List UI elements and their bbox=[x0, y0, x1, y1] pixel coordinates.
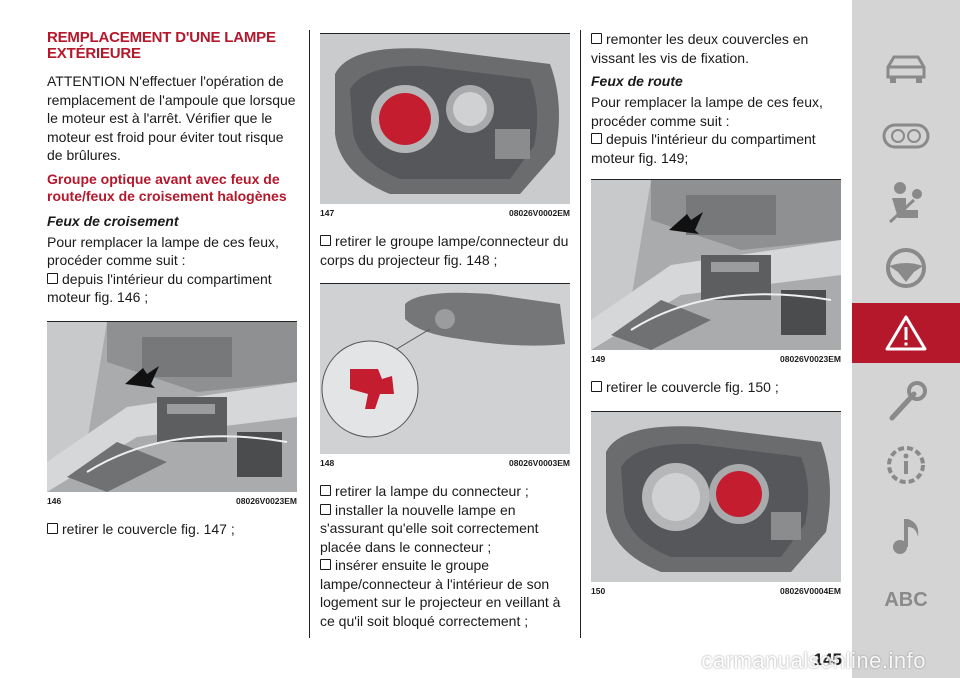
dashboard-icon bbox=[882, 123, 930, 149]
figure-146 bbox=[47, 320, 297, 492]
bullet-item: installer la nouvelle lampe en s'assuran… bbox=[320, 501, 539, 555]
music-note-icon bbox=[893, 519, 919, 554]
bullet-item: retirer le groupe lampe/connecteur du co… bbox=[320, 233, 569, 268]
warning-triangle-icon bbox=[885, 315, 927, 351]
intro-text: Pour remplacer la lampe de ces feux, pro… bbox=[47, 233, 279, 269]
wrench-icon bbox=[889, 381, 927, 421]
checkbox-bullet-icon bbox=[591, 381, 602, 392]
figure-149 bbox=[591, 179, 841, 350]
car-icon bbox=[886, 55, 926, 83]
italic-heading: Feux de croisement bbox=[47, 212, 179, 229]
bullet-item: remonter les deux couvercles en vissant … bbox=[591, 31, 809, 66]
intro-text: Pour remplacer la lampe de ces feux, pro… bbox=[591, 94, 823, 129]
checkbox-bullet-icon bbox=[591, 33, 602, 44]
nav-index[interactable]: ABC bbox=[852, 570, 960, 630]
page-number: 145 bbox=[813, 650, 842, 669]
attention-text: ATTENTION N'effectuer l'opération de rem… bbox=[47, 73, 296, 163]
info-gear-icon bbox=[887, 446, 925, 484]
headlamp-rear-illustration bbox=[591, 411, 841, 582]
subsection-title: Groupe optique avant avec feux de route/… bbox=[47, 170, 287, 204]
column-divider bbox=[309, 30, 310, 638]
bullet-item: depuis l'intérieur du compartiment moteu… bbox=[591, 131, 816, 166]
nav-safety[interactable] bbox=[852, 172, 960, 232]
bullet-item: depuis l'intérieur du compartiment moteu… bbox=[47, 270, 272, 305]
nav-dashboard[interactable] bbox=[852, 106, 960, 166]
lamp-connector-illustration bbox=[320, 284, 570, 454]
checkbox-bullet-icon bbox=[47, 272, 58, 284]
engine-bay-illustration bbox=[47, 321, 297, 492]
figure-148 bbox=[320, 283, 570, 454]
steering-wheel-icon bbox=[886, 248, 926, 288]
headlamp-rear-illustration bbox=[320, 34, 570, 204]
engine-bay-illustration bbox=[591, 180, 841, 350]
nav-maintenance[interactable] bbox=[852, 372, 960, 432]
nav-technical[interactable] bbox=[852, 435, 960, 495]
bullet-item: retirer la lampe du connecteur ; bbox=[320, 482, 570, 501]
airbag-seat-icon bbox=[888, 182, 922, 224]
abc-label: ABC bbox=[884, 588, 928, 611]
column-1: REMPLACEMENT D'UNE LAMPE EXTÉRIEURE ATTE… bbox=[47, 30, 297, 538]
bullet-item: retirer le couvercle fig. 147 ; bbox=[47, 520, 297, 539]
nav-car[interactable] bbox=[852, 38, 960, 98]
bullet-item: insérer ensuite le groupe lampe/connecte… bbox=[320, 557, 561, 629]
figure-150 bbox=[591, 410, 841, 582]
watermark: carmanualsonline.info bbox=[701, 648, 926, 673]
checkbox-bullet-icon bbox=[320, 485, 331, 496]
bullet-item: retirer le couvercle fig. 150 ; bbox=[591, 378, 841, 397]
checkbox-bullet-icon bbox=[591, 133, 602, 144]
italic-heading: Feux de route bbox=[591, 73, 683, 89]
chapter-sidebar: ABC bbox=[852, 0, 960, 678]
checkbox-bullet-icon bbox=[47, 522, 58, 534]
figure-147 bbox=[320, 33, 570, 204]
nav-emergency[interactable] bbox=[852, 303, 960, 363]
section-title: REMPLACEMENT D'UNE LAMPE EXTÉRIEURE bbox=[47, 29, 276, 62]
column-3: remonter les deux couvercles en vissant … bbox=[591, 30, 841, 610]
checkbox-bullet-icon bbox=[320, 559, 331, 570]
nav-driving[interactable] bbox=[852, 238, 960, 298]
checkbox-bullet-icon bbox=[320, 235, 331, 246]
nav-multimedia[interactable] bbox=[852, 505, 960, 565]
column-divider bbox=[580, 30, 581, 638]
checkbox-bullet-icon bbox=[320, 503, 331, 515]
